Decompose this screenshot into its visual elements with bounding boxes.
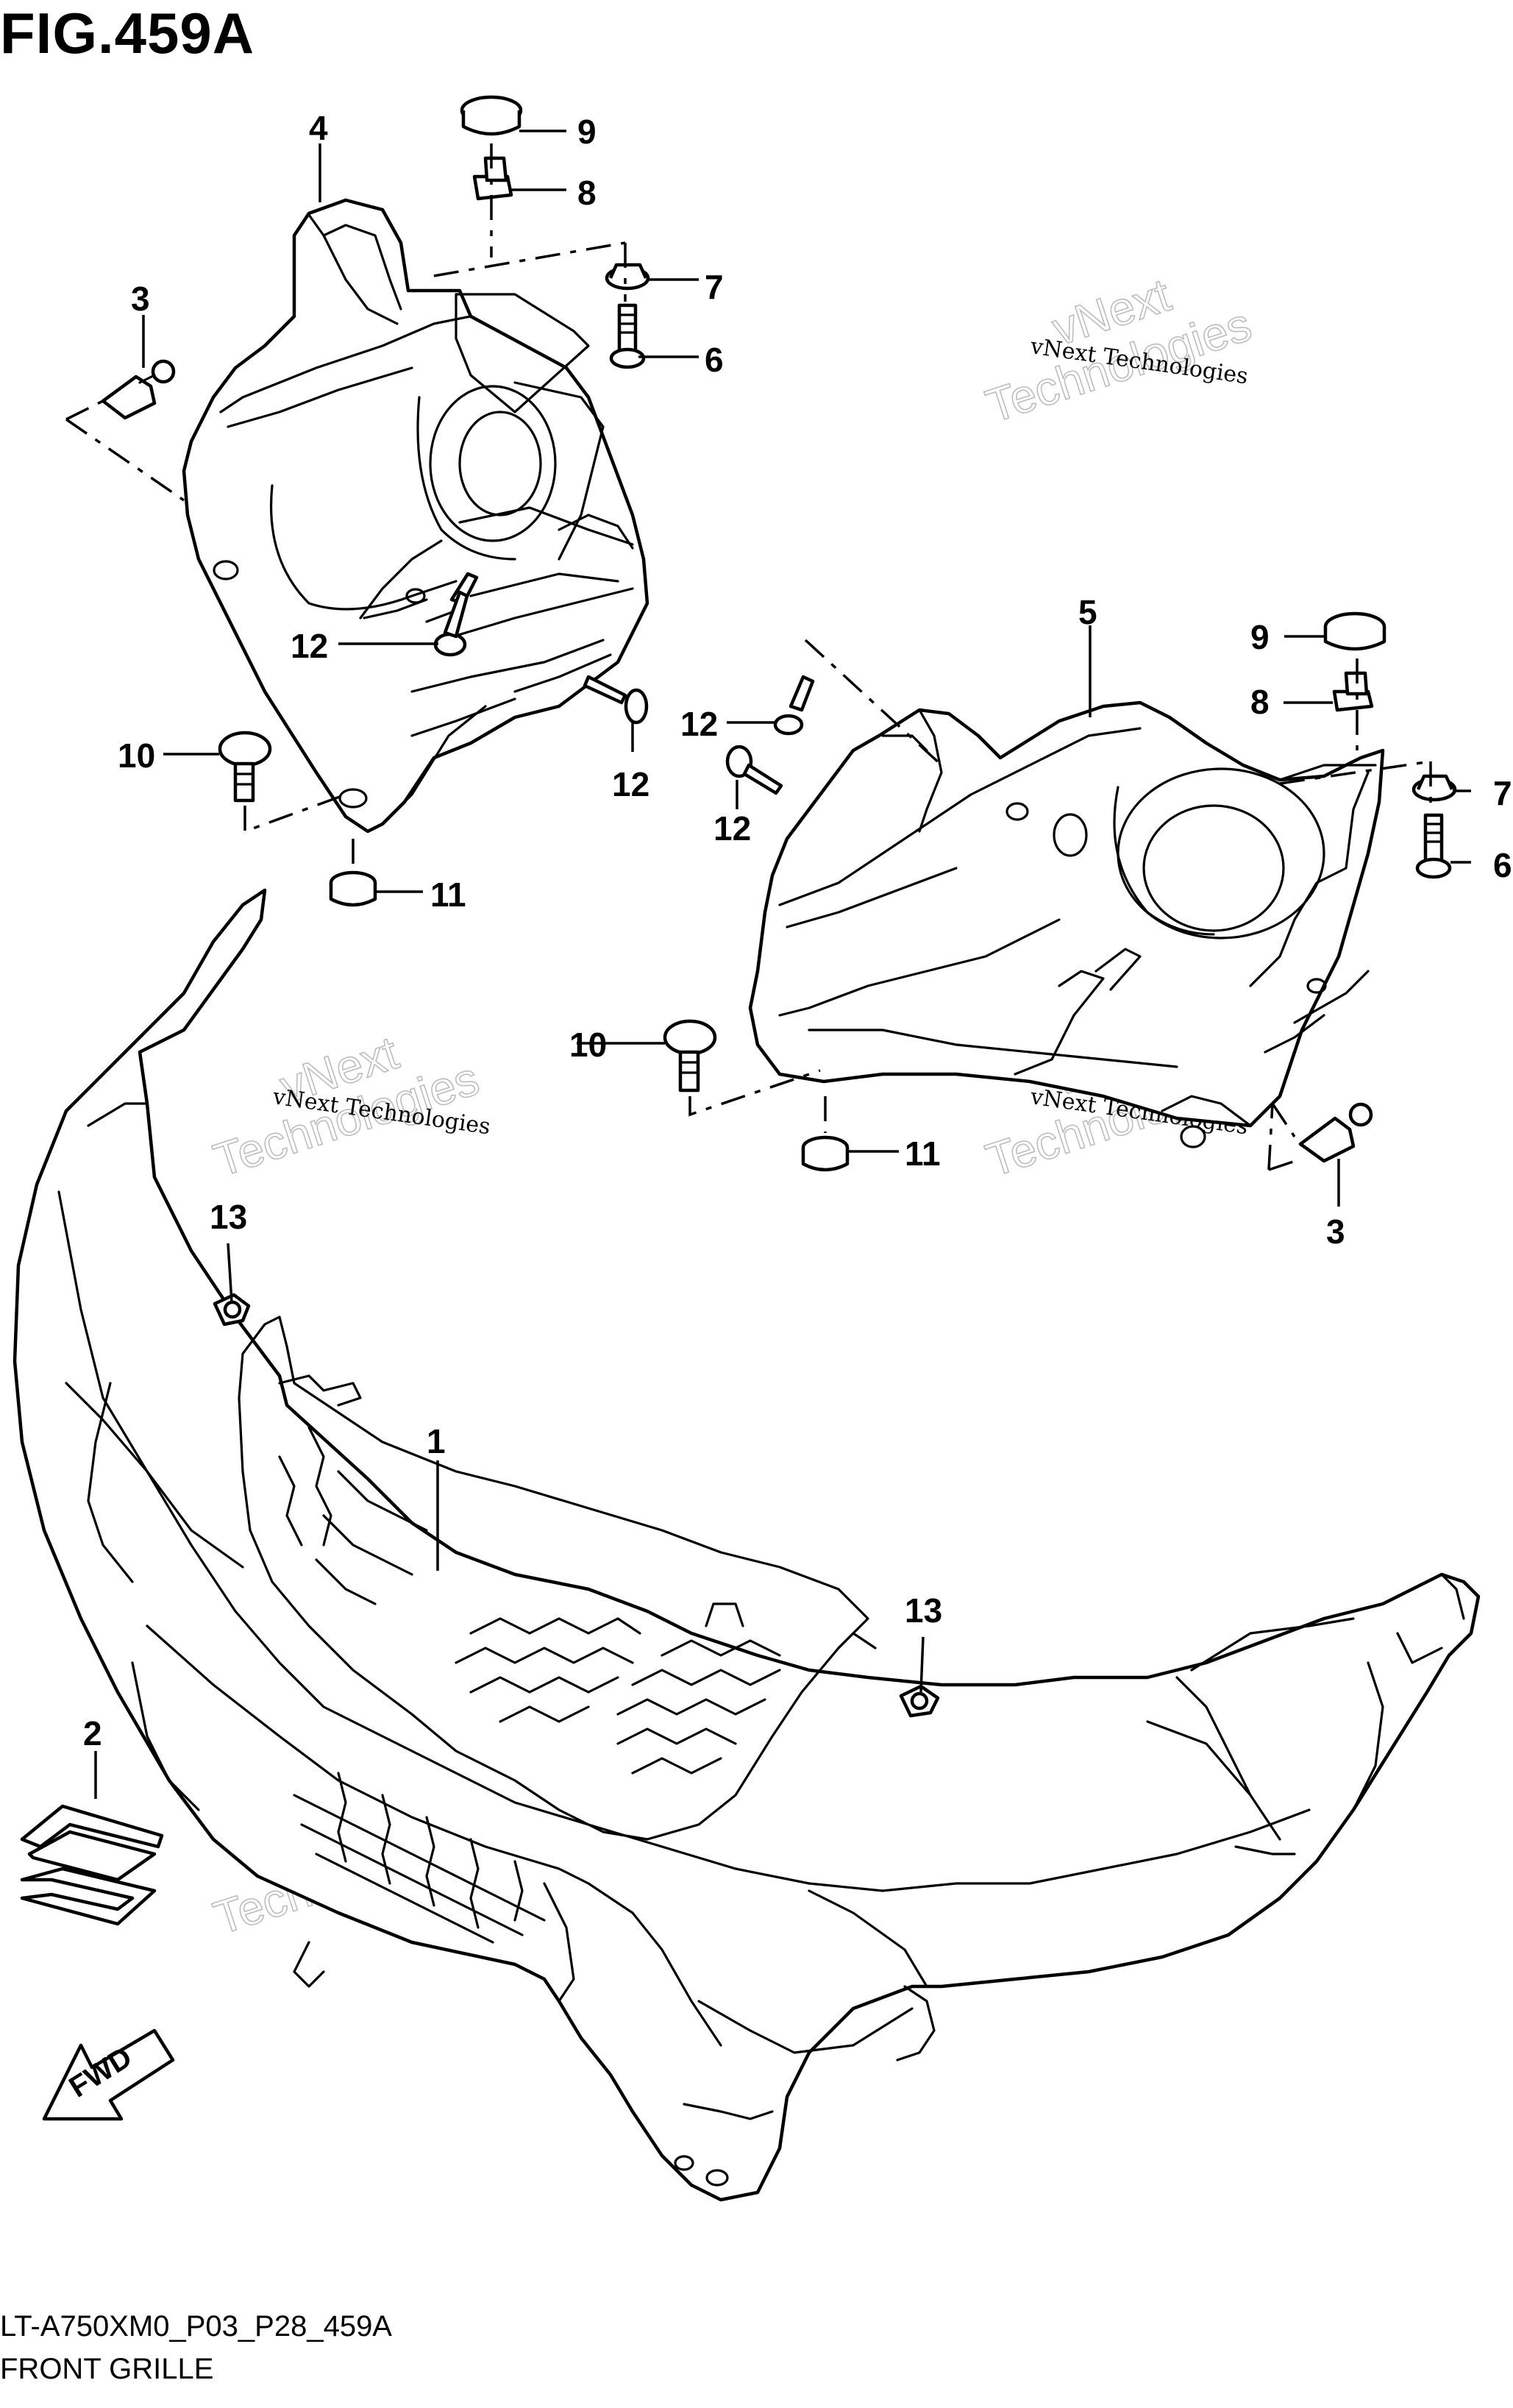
callout-12-left-b: 12 [612, 765, 649, 803]
callout-13-left: 13 [210, 1198, 247, 1236]
callout-1: 1 [427, 1422, 446, 1460]
assembly-lines [65, 143, 1432, 1171]
callout-11-left: 11 [430, 876, 466, 914]
grommet-9-right [1323, 611, 1386, 651]
callout-9-top: 9 [577, 113, 597, 151]
callout-10-left: 10 [118, 736, 155, 775]
callout-12-left-a: 12 [291, 627, 328, 665]
callout-9-right: 9 [1250, 618, 1270, 656]
bolt-10-left [218, 731, 272, 803]
leader-lines [94, 129, 1471, 1799]
screw-12-mid-a [773, 675, 815, 736]
callout-10-right: 10 [569, 1026, 607, 1064]
callout-8-top: 8 [577, 174, 597, 212]
nut-7-right [1411, 774, 1457, 802]
screw-12-mid-b [725, 745, 783, 795]
callout-8-right: 8 [1250, 683, 1270, 721]
clip-3-right [1298, 1102, 1373, 1163]
callout-2: 2 [83, 1714, 102, 1752]
callout-labels: 4 9 8 7 6 3 12 12 10 11 5 9 8 7 6 12 12 … [83, 109, 1512, 1752]
clip-3-top-left [101, 359, 176, 420]
callout-7-top: 7 [705, 268, 724, 306]
right-headlight-housing [748, 700, 1385, 1148]
watermark-top-right: vNext Technologies vNext Technologies [979, 267, 1258, 433]
suzuki-emblem [20, 1804, 164, 1926]
nut-8-right [1332, 671, 1374, 712]
screw-12-left-b [583, 675, 649, 725]
fwd-arrow-icon: FWD [42, 2028, 175, 2121]
left-headlight-housing [182, 198, 649, 834]
bolt-6-right [1415, 813, 1452, 879]
figure-code: LT-A750XM0_P03_P28_459A [0, 2310, 392, 2343]
grommet-11-right [801, 1135, 850, 1172]
callout-12-mid-b: 12 [713, 809, 751, 848]
callout-3-right: 3 [1326, 1212, 1345, 1251]
grommet-9-top [460, 95, 523, 136]
callout-13-right: 13 [905, 1591, 942, 1630]
callout-12-mid-a: 12 [680, 705, 718, 743]
bolt-6-top [609, 303, 646, 369]
grommet-11-left [329, 870, 377, 907]
watermark-mid-left: vNext Technologies vNext Technologies [207, 1025, 492, 1187]
callout-5: 5 [1078, 593, 1097, 631]
callout-11-right: 11 [905, 1134, 941, 1173]
callout-6-top: 6 [705, 341, 724, 379]
callout-7-right: 7 [1493, 774, 1512, 812]
figure-name: FRONT GRILLE [0, 2353, 214, 2385]
nut-7-top [605, 263, 650, 291]
figure-title: FIG.459A [0, 1, 255, 65]
bolt-10-right [663, 1019, 717, 1093]
callout-4: 4 [309, 109, 328, 147]
callout-3-top-left: 3 [131, 280, 150, 318]
nut-8-top [472, 156, 513, 201]
front-grille-main [13, 888, 1481, 2202]
callout-6-right: 6 [1493, 846, 1512, 884]
clip-13-right [899, 1684, 940, 1718]
